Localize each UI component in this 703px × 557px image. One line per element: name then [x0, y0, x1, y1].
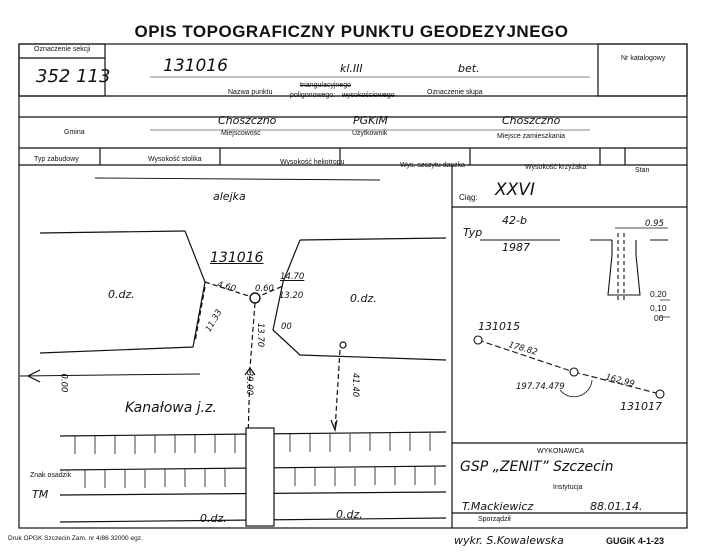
measure-3900: 39.00 [244, 370, 255, 396]
author-label: Sporządził [478, 516, 511, 523]
measure-060: 0.60 [255, 284, 274, 294]
measure-1370: 13.70 [255, 322, 266, 348]
type-label: Typ [463, 226, 483, 239]
municipality-value: Choszczno [218, 114, 277, 127]
type-value: 42-b [502, 214, 527, 227]
contractor-value: GSP „ZENIT” Szczecin [460, 459, 614, 475]
column-roof-height: Wys. szczytu daszka [400, 162, 465, 169]
parcel-bottom-right: 0.dz. [336, 508, 363, 521]
author-name: T.Mackiewicz [462, 500, 534, 513]
measure-4140: 41.40 [350, 372, 361, 398]
user-value: PGKiM [353, 114, 388, 127]
point-name-label: Nazwa punktu [228, 89, 273, 96]
municipality-label: Gmina [64, 129, 85, 136]
residence-value: Choszczno [502, 114, 561, 127]
parcel-right: 0.dz. [350, 292, 377, 305]
depth-095: 0.95 [645, 219, 664, 229]
contractor-label: WYKONAWCA [537, 448, 585, 455]
institution-label: Instytucja [553, 484, 583, 491]
catalog-label: Nr katalogowy [621, 55, 666, 62]
traverse-angle: 197.74.479 [516, 382, 565, 392]
type-year: 1987 [502, 241, 530, 254]
point-label: 131016 [210, 250, 264, 266]
section-label: Oznaczenie sekcji [34, 46, 91, 53]
point-class: kl.III [340, 62, 363, 75]
print-note: Druk OPGK Szczecin Zam. nr 4/86 32000 eg… [8, 535, 143, 542]
traverse-label: Ciąg: [459, 193, 478, 202]
form-code: GUGiK 4-1-23 [606, 536, 665, 546]
column-table-height: Wysokość stolika [148, 156, 202, 163]
user-label: Użytkownik [352, 130, 388, 137]
page-title: OPIS TOPOGRAFICZNY PUNKTU GEODEZYJNEGO [134, 22, 569, 41]
traverse-point-left: 131015 [478, 320, 520, 333]
street-top: alejka [213, 190, 246, 203]
marker-type: bet. [458, 62, 480, 75]
measure-1320: 13.20 [279, 291, 304, 301]
street-bottom: Kanałowa j.z. [125, 400, 217, 416]
column-state: Stan [635, 167, 650, 174]
locality-label: Miejscowość [221, 130, 261, 137]
point-number: 131016 [163, 56, 228, 76]
mark-value: TM [32, 488, 49, 501]
depth-020: 0,20 [650, 289, 667, 299]
column-building-type: Typ zabudowy [34, 156, 79, 163]
section-value: 352 113 [36, 66, 111, 87]
measure-1470: 14.70 [280, 272, 305, 282]
parcel-left: 0.dz. [108, 288, 135, 301]
mark-label: Znak osadzik [30, 472, 72, 479]
marker-label: Oznaczenie słupa [427, 89, 483, 96]
depth-010: 0,10 [650, 303, 667, 313]
traverse-value: XXVI [495, 180, 535, 200]
author-date: 88.01.14. [590, 500, 643, 513]
measure-00-left: 0.00 [58, 373, 69, 393]
network-struck: triangulacyjnego [300, 82, 351, 89]
measure-00-right: 00 [281, 322, 292, 332]
residence-label: Miejsce zamieszkania [497, 133, 566, 140]
sketch-author: wykr. S.Kowalewska [454, 534, 564, 547]
parcel-bottom-left: 0.dz. [200, 512, 227, 525]
column-heliotrope-height: Wysokość heliotropu [280, 159, 345, 166]
column-cross-height: Wysokość krzyżaka [525, 164, 587, 171]
depth-00: 00 [654, 313, 664, 323]
network-line2: poligonowego: [290, 92, 336, 99]
traverse-point-right: 131017 [620, 400, 662, 413]
network-struck2: wysokościowego [342, 92, 395, 99]
